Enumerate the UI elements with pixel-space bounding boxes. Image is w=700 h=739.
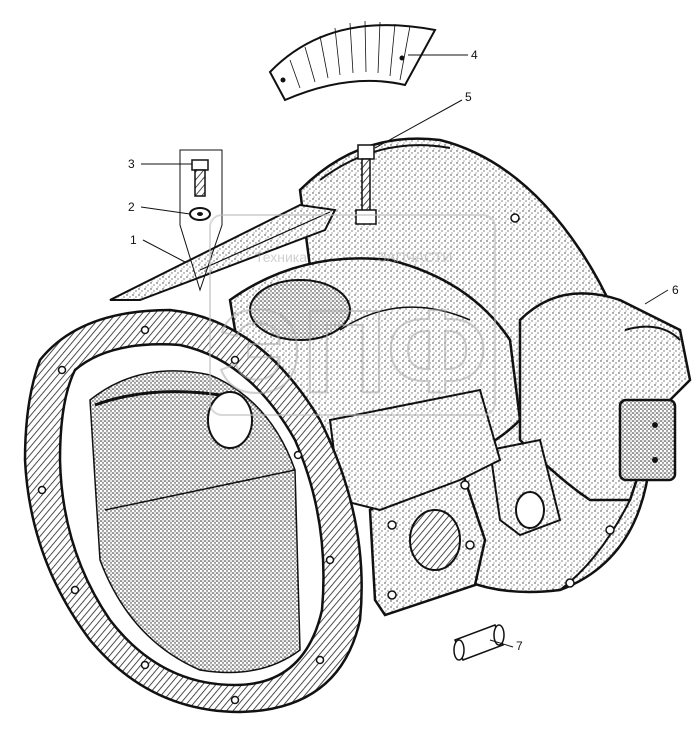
callout-2: 2 — [128, 200, 135, 214]
cover-plate-part-1 — [109, 203, 337, 301]
watermark-logo: ЭПФ — [218, 286, 487, 418]
pin-part-7 — [453, 624, 505, 661]
callout-labels: 1 2 3 4 5 6 7 — [128, 48, 679, 653]
washer-part-2 — [189, 207, 211, 221]
sector-gasket-part-4 — [268, 20, 437, 102]
watermark-text-left: Техника — [255, 249, 307, 265]
housing-interior — [89, 370, 301, 674]
lower-lug — [488, 438, 562, 537]
right-bracket-part-6 — [518, 292, 692, 502]
callout-7: 7 — [516, 639, 523, 653]
watermark: Техника ЗАПЧАСТИ ЭПФ — [209, 214, 496, 419]
watermark-text-right: ЗАПЧАСТИ — [378, 249, 452, 265]
callout-1: 1 — [130, 233, 137, 247]
callout-leaders — [140, 54, 669, 648]
bolt-part-3 — [191, 159, 209, 197]
callout-3: 3 — [128, 157, 135, 171]
callout-6: 6 — [672, 283, 679, 297]
stud-part-5 — [355, 144, 377, 225]
callout-4: 4 — [471, 48, 478, 62]
callout-5: 5 — [465, 90, 472, 104]
